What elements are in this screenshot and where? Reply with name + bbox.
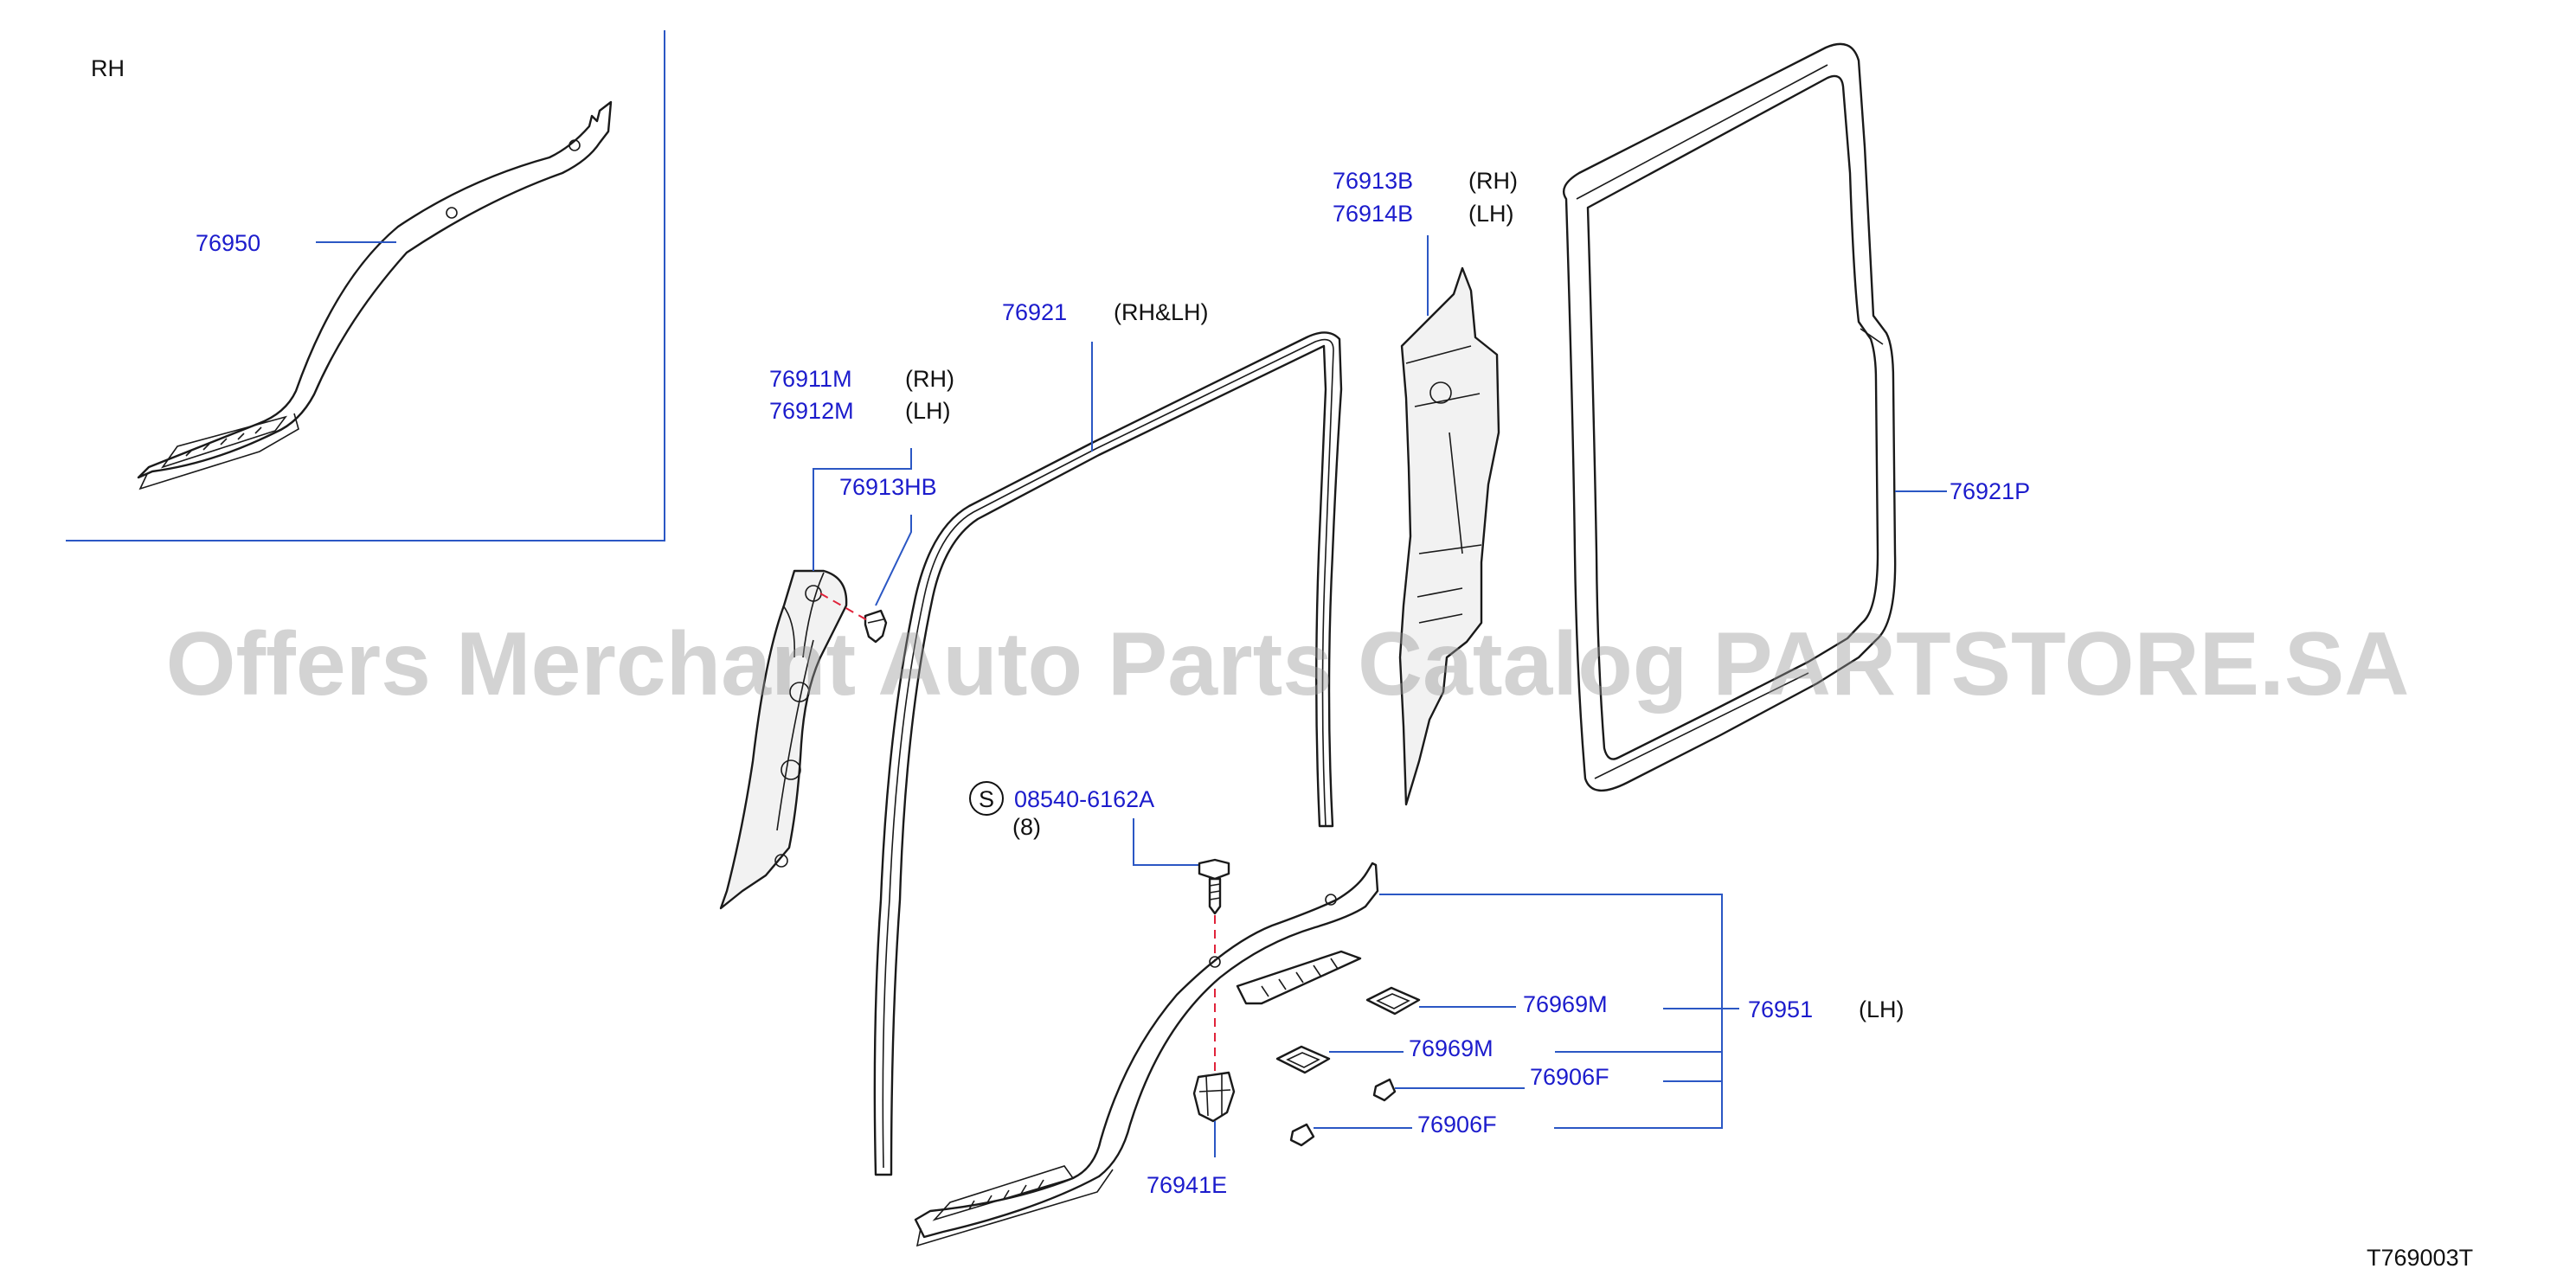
part-76906f-a[interactable]: 76906F — [1530, 1064, 1609, 1090]
pad-76969m-b-inner — [1286, 1052, 1320, 1068]
screw-symbol-circle — [969, 781, 1004, 816]
part-76969m-a[interactable]: 76969M — [1523, 991, 1608, 1017]
pad-76969m-a-outer — [1365, 986, 1421, 1016]
note-76951: (LH) — [1859, 996, 1905, 1022]
weatherstrip-76921-drawing — [873, 331, 1343, 1176]
clip-76906f-a-drawing — [1372, 1078, 1397, 1102]
kick-plate-lh-body — [914, 862, 1379, 1239]
note-76914b: (LH) — [1468, 201, 1514, 227]
part-76951[interactable]: 76951 — [1748, 996, 1813, 1022]
clip-76913hb-body — [864, 609, 888, 644]
inset-rh: RH 76950 — [66, 30, 665, 541]
weatherstrip-76921p-inner — [1586, 74, 1879, 760]
clip-nut-76941e-drawing — [1192, 1071, 1236, 1123]
leader-76911m — [813, 448, 912, 571]
kick-plate-rh-edge — [138, 413, 299, 490]
clip-76913hb-axis — [819, 593, 870, 622]
screw-drawing — [1198, 858, 1230, 915]
kick-plate-rh-ribs — [185, 426, 262, 457]
part-76912m[interactable]: 76912M — [769, 398, 854, 424]
part-76941e[interactable]: 76941E — [1147, 1172, 1227, 1198]
center-pillar-garnish-drawing — [1398, 266, 1500, 806]
watermark: Offers Merchant Auto Parts Catalog PARTS… — [166, 614, 2410, 714]
kick-plate-lh-hole-b — [1325, 894, 1337, 906]
note-76911m: (RH) — [905, 366, 954, 392]
part-76913hb[interactable]: 76913HB — [839, 474, 937, 500]
kick-plate-lh-drawing — [914, 862, 1379, 1247]
weatherstrip-76921-groove — [882, 338, 1334, 1169]
pillar-garnish-body — [719, 569, 848, 910]
screw-symbol: S — [979, 786, 994, 812]
weatherstrip-76921-body — [873, 331, 1343, 1176]
part-76911m[interactable]: 76911M — [769, 366, 852, 392]
weatherstrip-76921p-drawing — [1562, 42, 1897, 791]
screw-thread — [1209, 883, 1221, 900]
clip-nut-lines — [1198, 1074, 1231, 1117]
clip-nut-body — [1192, 1071, 1236, 1123]
screw-head — [1198, 858, 1230, 881]
kick-plate-rh-hole-a — [446, 207, 458, 219]
kick-plate-lh-grille-slots — [1261, 958, 1339, 997]
screw-shank — [1208, 877, 1222, 915]
pillar-garnish-clip-seat-low — [781, 759, 801, 780]
clip-76913hb-line — [867, 618, 884, 624]
kick-plate-rh-drawing — [137, 100, 613, 490]
pillar-garnish-creases — [776, 572, 825, 831]
center-pillar-garnish-body — [1398, 266, 1500, 806]
kick-plate-rh-body — [137, 100, 613, 479]
part-76921p[interactable]: 76921P — [1950, 478, 2030, 504]
clip-76906f-a-body — [1372, 1078, 1397, 1102]
screw-qty: (8) — [1012, 814, 1041, 840]
pad-76969m-b-outer — [1275, 1045, 1331, 1074]
note-76921: (RH&LH) — [1114, 299, 1209, 325]
leader-76913hb — [875, 515, 912, 606]
clip-76906f-b-body — [1289, 1123, 1315, 1147]
clip-76913hb-drawing — [864, 609, 888, 644]
pad-76969m-a-drawing — [1365, 986, 1421, 1016]
leader-76951-bracket — [1379, 894, 1723, 1129]
part-76913b[interactable]: 76913B — [1333, 168, 1413, 194]
part-76914b[interactable]: 76914B — [1333, 201, 1413, 227]
pad-76969m-b-drawing — [1275, 1045, 1331, 1074]
part-08540-6162a[interactable]: 08540-6162A — [1014, 786, 1154, 812]
pillar-garnish-clip-seat-mid — [789, 682, 810, 702]
kick-plate-lh-grille — [1236, 950, 1362, 1005]
kick-plate-lh-ribs — [968, 1179, 1044, 1210]
pillar-garnish-clip-seat-bottom — [774, 854, 788, 868]
part-76950[interactable]: 76950 — [196, 230, 260, 256]
inset-label: RH — [91, 55, 125, 81]
kick-plate-lh-edge — [915, 1169, 1114, 1247]
kick-plate-rh-step — [160, 415, 288, 469]
center-pillar-garnish-hole — [1429, 381, 1452, 404]
pad-76969m-a-inner — [1376, 993, 1410, 1009]
kick-plate-lh-step — [932, 1165, 1075, 1221]
kick-plate-lh-hole-a — [1209, 956, 1221, 968]
inset-frame — [66, 30, 665, 541]
note-76912m: (LH) — [905, 398, 951, 424]
weatherstrip-76921p-groove — [1576, 64, 1884, 779]
note-76913b: (RH) — [1468, 168, 1518, 194]
leader-08540-6162a — [1133, 818, 1201, 866]
part-76921[interactable]: 76921 — [1002, 299, 1067, 325]
part-76906f-b[interactable]: 76906F — [1417, 1112, 1497, 1137]
clip-76906f-b-drawing — [1289, 1123, 1315, 1147]
kick-plate-rh-hole-b — [569, 139, 581, 151]
diagram-code: T769003T — [2367, 1245, 2473, 1271]
part-76969m-b[interactable]: 76969M — [1409, 1035, 1494, 1061]
pillar-garnish-76911m-drawing — [719, 569, 848, 910]
